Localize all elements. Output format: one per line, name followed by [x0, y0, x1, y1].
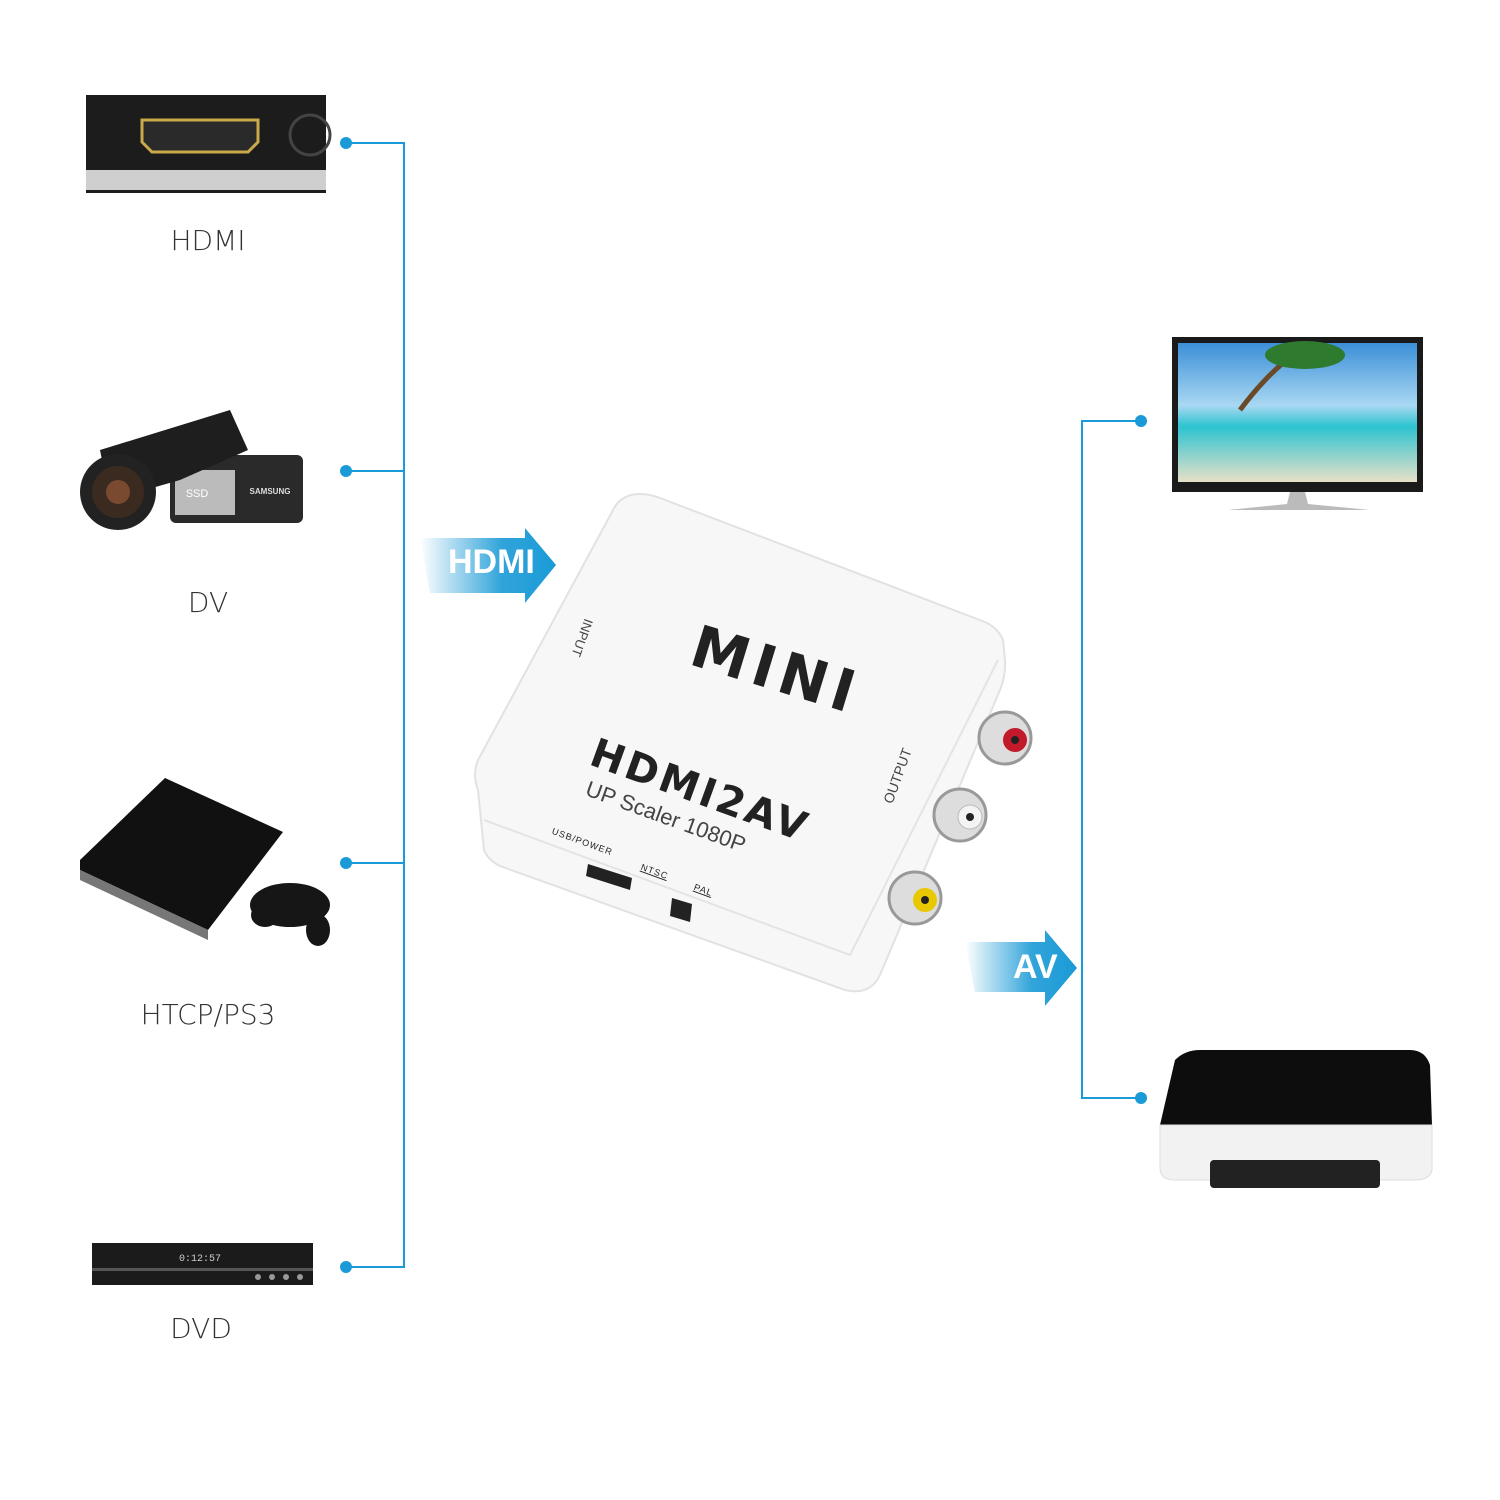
hdmi-arrow-icon: [420, 528, 556, 603]
svg-text:0:12:57: 0:12:57: [179, 1254, 221, 1265]
input-label-dvd: DVD: [170, 1312, 232, 1345]
dvd-player-icon: 0:12:57: [92, 1243, 313, 1285]
svg-text:SAMSUNG: SAMSUNG: [250, 487, 291, 496]
input-label-dv: DV: [187, 586, 229, 619]
av-arrow-label: AV: [1013, 948, 1058, 986]
connector-dots: [340, 137, 1147, 1273]
rca-white-jack: [932, 787, 988, 843]
ntsc-pal-switch: [670, 898, 692, 922]
input-label-htcp-ps3: HTCP/PS3: [140, 998, 276, 1031]
av-arrow-icon: [965, 930, 1077, 1006]
hdmi-port-icon: [86, 95, 332, 193]
rca-yellow-jack: [887, 870, 943, 926]
tv-icon: [1172, 337, 1423, 510]
svg-text:SSD: SSD: [186, 488, 209, 500]
rca-red-jack: [977, 710, 1033, 766]
input-label-hdmi: HDMI: [170, 224, 246, 257]
camcorder-icon: SAMSUNG SSD: [80, 410, 303, 530]
adapter-device: [474, 492, 1033, 993]
usb-power-port: [586, 864, 632, 890]
projector-icon: [1159, 1050, 1433, 1188]
hdmi-arrow-label: HDMI: [448, 543, 535, 581]
input-connector-lines: [346, 142, 1141, 1268]
game-console-icon: [80, 778, 330, 946]
